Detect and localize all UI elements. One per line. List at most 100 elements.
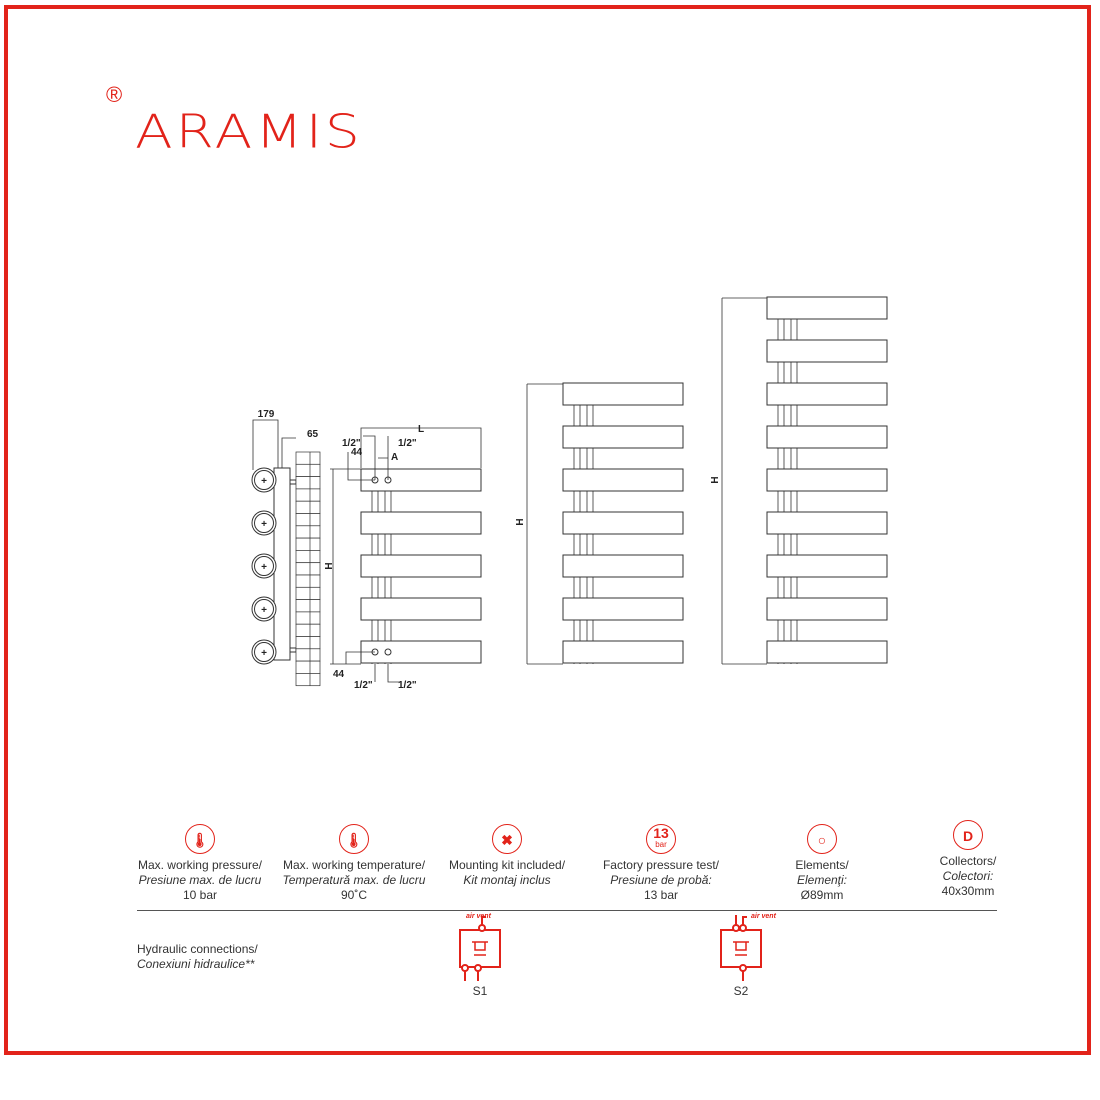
element-section [251, 596, 277, 622]
connection-port [384, 648, 392, 656]
dim-65: 65 [307, 429, 319, 440]
wall-brick [295, 623, 321, 637]
element-section-inner [254, 470, 274, 490]
element-section-inner [254, 599, 274, 619]
radiator-element [766, 468, 888, 492]
spec-label: Collectors/ [939, 854, 997, 868]
dim-179: 179 [258, 409, 275, 420]
registered-mark: ® [106, 82, 123, 107]
hydraulic-connections-label: Hydraulic connections/ Conexiuni hidraul… [137, 942, 258, 972]
element-section [251, 467, 277, 493]
spec-value: Ø89mm [800, 888, 844, 902]
scheme-s1-label: S1 [472, 984, 488, 998]
pipe [735, 915, 747, 981]
element-section [251, 639, 277, 665]
radiator-element [360, 554, 482, 578]
port [739, 964, 747, 972]
wall-brick [295, 673, 321, 687]
spec-item: 🌡Max. working temperature/Temperatură ma… [274, 824, 434, 903]
pipe [464, 916, 486, 981]
divider [137, 910, 997, 911]
wall-brick [295, 525, 321, 539]
wall-bracket [289, 479, 297, 485]
hydraulic-label-ro: Conexiuni hidraulice** [137, 957, 255, 971]
spec-value: 90˚C [340, 888, 367, 902]
spec-value: 10 bar [182, 888, 218, 902]
spec-label: Max. working pressure/ [137, 858, 263, 872]
wall-bracket [289, 647, 297, 653]
front-view-small [360, 468, 482, 664]
radiator-element [766, 425, 888, 449]
wall-brick [295, 648, 321, 662]
thread-bottom-1: 1/2" [354, 680, 373, 691]
plus-mark: + [261, 519, 267, 530]
spec-item: 🌡Max. working pressure/Presiune max. de … [120, 824, 280, 903]
wall-brick [295, 500, 321, 514]
radiator-element [562, 511, 684, 535]
spec-item: ○Elements/Elemenţi:Ø89mm [742, 824, 902, 903]
radiator-element [766, 640, 888, 664]
spec-label: Max. working temperature/ [282, 858, 426, 872]
spec-label: Mounting kit included/ [448, 858, 566, 872]
thread-top-2: 1/2" [398, 438, 417, 449]
radiator-element [360, 640, 482, 664]
radiator-element [562, 640, 684, 664]
spec-label-ro: Colectori: [942, 869, 994, 883]
wall-brick [295, 611, 321, 625]
plus-mark: + [261, 648, 267, 659]
element-section-inner [254, 513, 274, 533]
collector-bar [273, 467, 291, 661]
front-view-medium [562, 382, 684, 664]
wall-brick [295, 550, 321, 564]
radiator-element [562, 468, 684, 492]
radiator-element [360, 597, 482, 621]
port [474, 964, 482, 972]
dim-H-large: H [710, 476, 721, 483]
dim-H-small: H [324, 562, 335, 569]
valve-symbol [472, 941, 488, 956]
circle-element-icon: ○ [807, 824, 837, 854]
element-section-inner [254, 556, 274, 576]
scheme-s2-label: S2 [733, 984, 749, 998]
dim-44-bottom: 44 [333, 669, 345, 680]
spec-label: Factory pressure test/ [602, 858, 720, 872]
dim-L: L [418, 424, 424, 435]
wall-brick [295, 476, 321, 490]
port [478, 924, 486, 932]
port [739, 924, 747, 932]
radiator-element [360, 511, 482, 535]
thread-bottom-2: 1/2" [398, 680, 417, 691]
element-section [251, 510, 277, 536]
spec-label: Elements/ [795, 858, 849, 872]
radiator-element [766, 554, 888, 578]
radiator-element [766, 597, 888, 621]
port [732, 924, 740, 932]
thread-top-1: 1/2" [342, 438, 361, 449]
spec-label-ro: Presiune de probă: [610, 873, 712, 887]
hydraulic-label-en: Hydraulic connections/ [137, 942, 258, 956]
air-vent-label: air vent [466, 913, 492, 920]
dimensions [252, 297, 767, 683]
wall-brick [295, 574, 321, 588]
element-section [251, 553, 277, 579]
wall-brick [295, 463, 321, 477]
plus-mark: + [261, 476, 267, 487]
plus-mark: + [261, 605, 267, 616]
dim-44-top: 44 [351, 447, 363, 458]
radiator-element [562, 554, 684, 578]
scheme-box [459, 929, 501, 968]
spec-label-ro: Kit montaj inclus [463, 873, 551, 887]
radiator-element [562, 382, 684, 406]
spec-item: ✖Mounting kit included/Kit montaj inclus [427, 824, 587, 888]
valve-symbol [733, 941, 749, 956]
spec-value: 40x30mm [941, 884, 995, 898]
spec-label-ro: Presiune max. de lucru [138, 873, 262, 887]
brand-logo: ARAMIS [135, 104, 363, 159]
collector-profile-icon: D [953, 820, 983, 850]
radiator-element [766, 296, 888, 320]
wall-brick [295, 660, 321, 674]
wall-brick [295, 451, 321, 465]
